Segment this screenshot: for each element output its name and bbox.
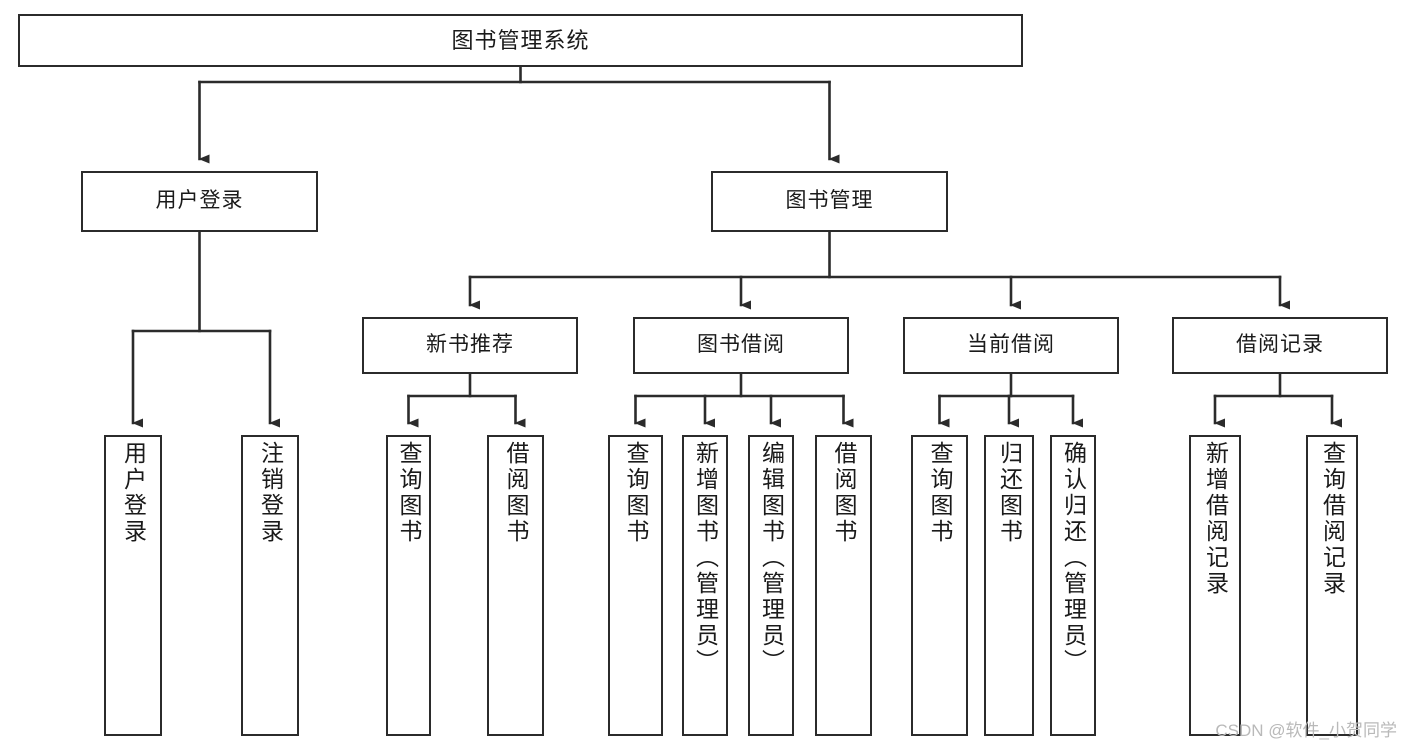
node-label-leaf-return-book: 归还图书 xyxy=(996,441,1023,545)
node-leaf-query-book-3[interactable]: 查询图书 xyxy=(911,435,968,736)
node-leaf-query-book-2[interactable]: 查询图书 xyxy=(608,435,663,736)
node-label-book-borrow: 图书借阅 xyxy=(697,333,785,357)
node-leaf-query-book-1[interactable]: 查询图书 xyxy=(386,435,431,736)
csdn-watermark: CSDN @软件_小贺同学 xyxy=(1215,721,1397,740)
node-label-borrow-record: 借阅记录 xyxy=(1236,333,1324,357)
node-leaf-user-login[interactable]: 用户登录 xyxy=(104,435,162,736)
node-leaf-borrow-book-1[interactable]: 借阅图书 xyxy=(487,435,544,736)
node-label-leaf-query-book-3: 查询图书 xyxy=(927,441,953,545)
node-label-root: 图书管理系统 xyxy=(451,27,590,53)
node-label-leaf-user-login: 用户登录 xyxy=(120,441,147,545)
node-book-borrow[interactable]: 图书借阅 xyxy=(633,317,849,374)
node-label-new-book-recommend: 新书推荐 xyxy=(426,333,514,357)
node-current-borrow[interactable]: 当前借阅 xyxy=(903,317,1119,374)
node-user-login[interactable]: 用户登录 xyxy=(81,171,318,232)
node-label-leaf-query-borrow-record: 查询借阅记录 xyxy=(1319,441,1346,597)
node-label-leaf-confirm-return-admin: 确认归还（管理员） xyxy=(1060,441,1087,675)
node-leaf-add-borrow-record[interactable]: 新增借阅记录 xyxy=(1189,435,1241,736)
node-root[interactable]: 图书管理系统 xyxy=(18,14,1023,67)
node-label-leaf-add-book-admin: 新增图书（管理员） xyxy=(692,441,719,675)
edges xyxy=(131,65,1342,428)
node-leaf-return-book[interactable]: 归还图书 xyxy=(984,435,1034,736)
node-leaf-query-borrow-record[interactable]: 查询借阅记录 xyxy=(1306,435,1358,736)
node-label-leaf-borrow-book-2: 借阅图书 xyxy=(831,441,857,545)
node-leaf-user-logout[interactable]: 注销登录 xyxy=(241,435,299,736)
node-new-book-recommend[interactable]: 新书推荐 xyxy=(362,317,578,374)
node-leaf-borrow-book-2[interactable]: 借阅图书 xyxy=(815,435,872,736)
node-label-leaf-edit-book-admin: 编辑图书（管理员） xyxy=(758,441,785,675)
node-label-user-login: 用户登录 xyxy=(155,189,244,213)
node-leaf-add-book-admin[interactable]: 新增图书（管理员） xyxy=(682,435,728,736)
node-label-leaf-borrow-book-1: 借阅图书 xyxy=(503,441,529,545)
node-leaf-confirm-return-admin[interactable]: 确认归还（管理员） xyxy=(1050,435,1096,736)
node-label-book-manage: 图书管理 xyxy=(785,189,874,213)
node-book-manage[interactable]: 图书管理 xyxy=(711,171,948,232)
node-label-leaf-add-borrow-record: 新增借阅记录 xyxy=(1202,441,1229,597)
node-label-leaf-query-book-1: 查询图书 xyxy=(396,441,422,545)
node-label-current-borrow: 当前借阅 xyxy=(967,333,1055,357)
node-label-leaf-query-book-2: 查询图书 xyxy=(623,441,649,545)
node-leaf-edit-book-admin[interactable]: 编辑图书（管理员） xyxy=(748,435,794,736)
node-label-leaf-user-logout: 注销登录 xyxy=(257,441,284,545)
node-borrow-record[interactable]: 借阅记录 xyxy=(1172,317,1388,374)
